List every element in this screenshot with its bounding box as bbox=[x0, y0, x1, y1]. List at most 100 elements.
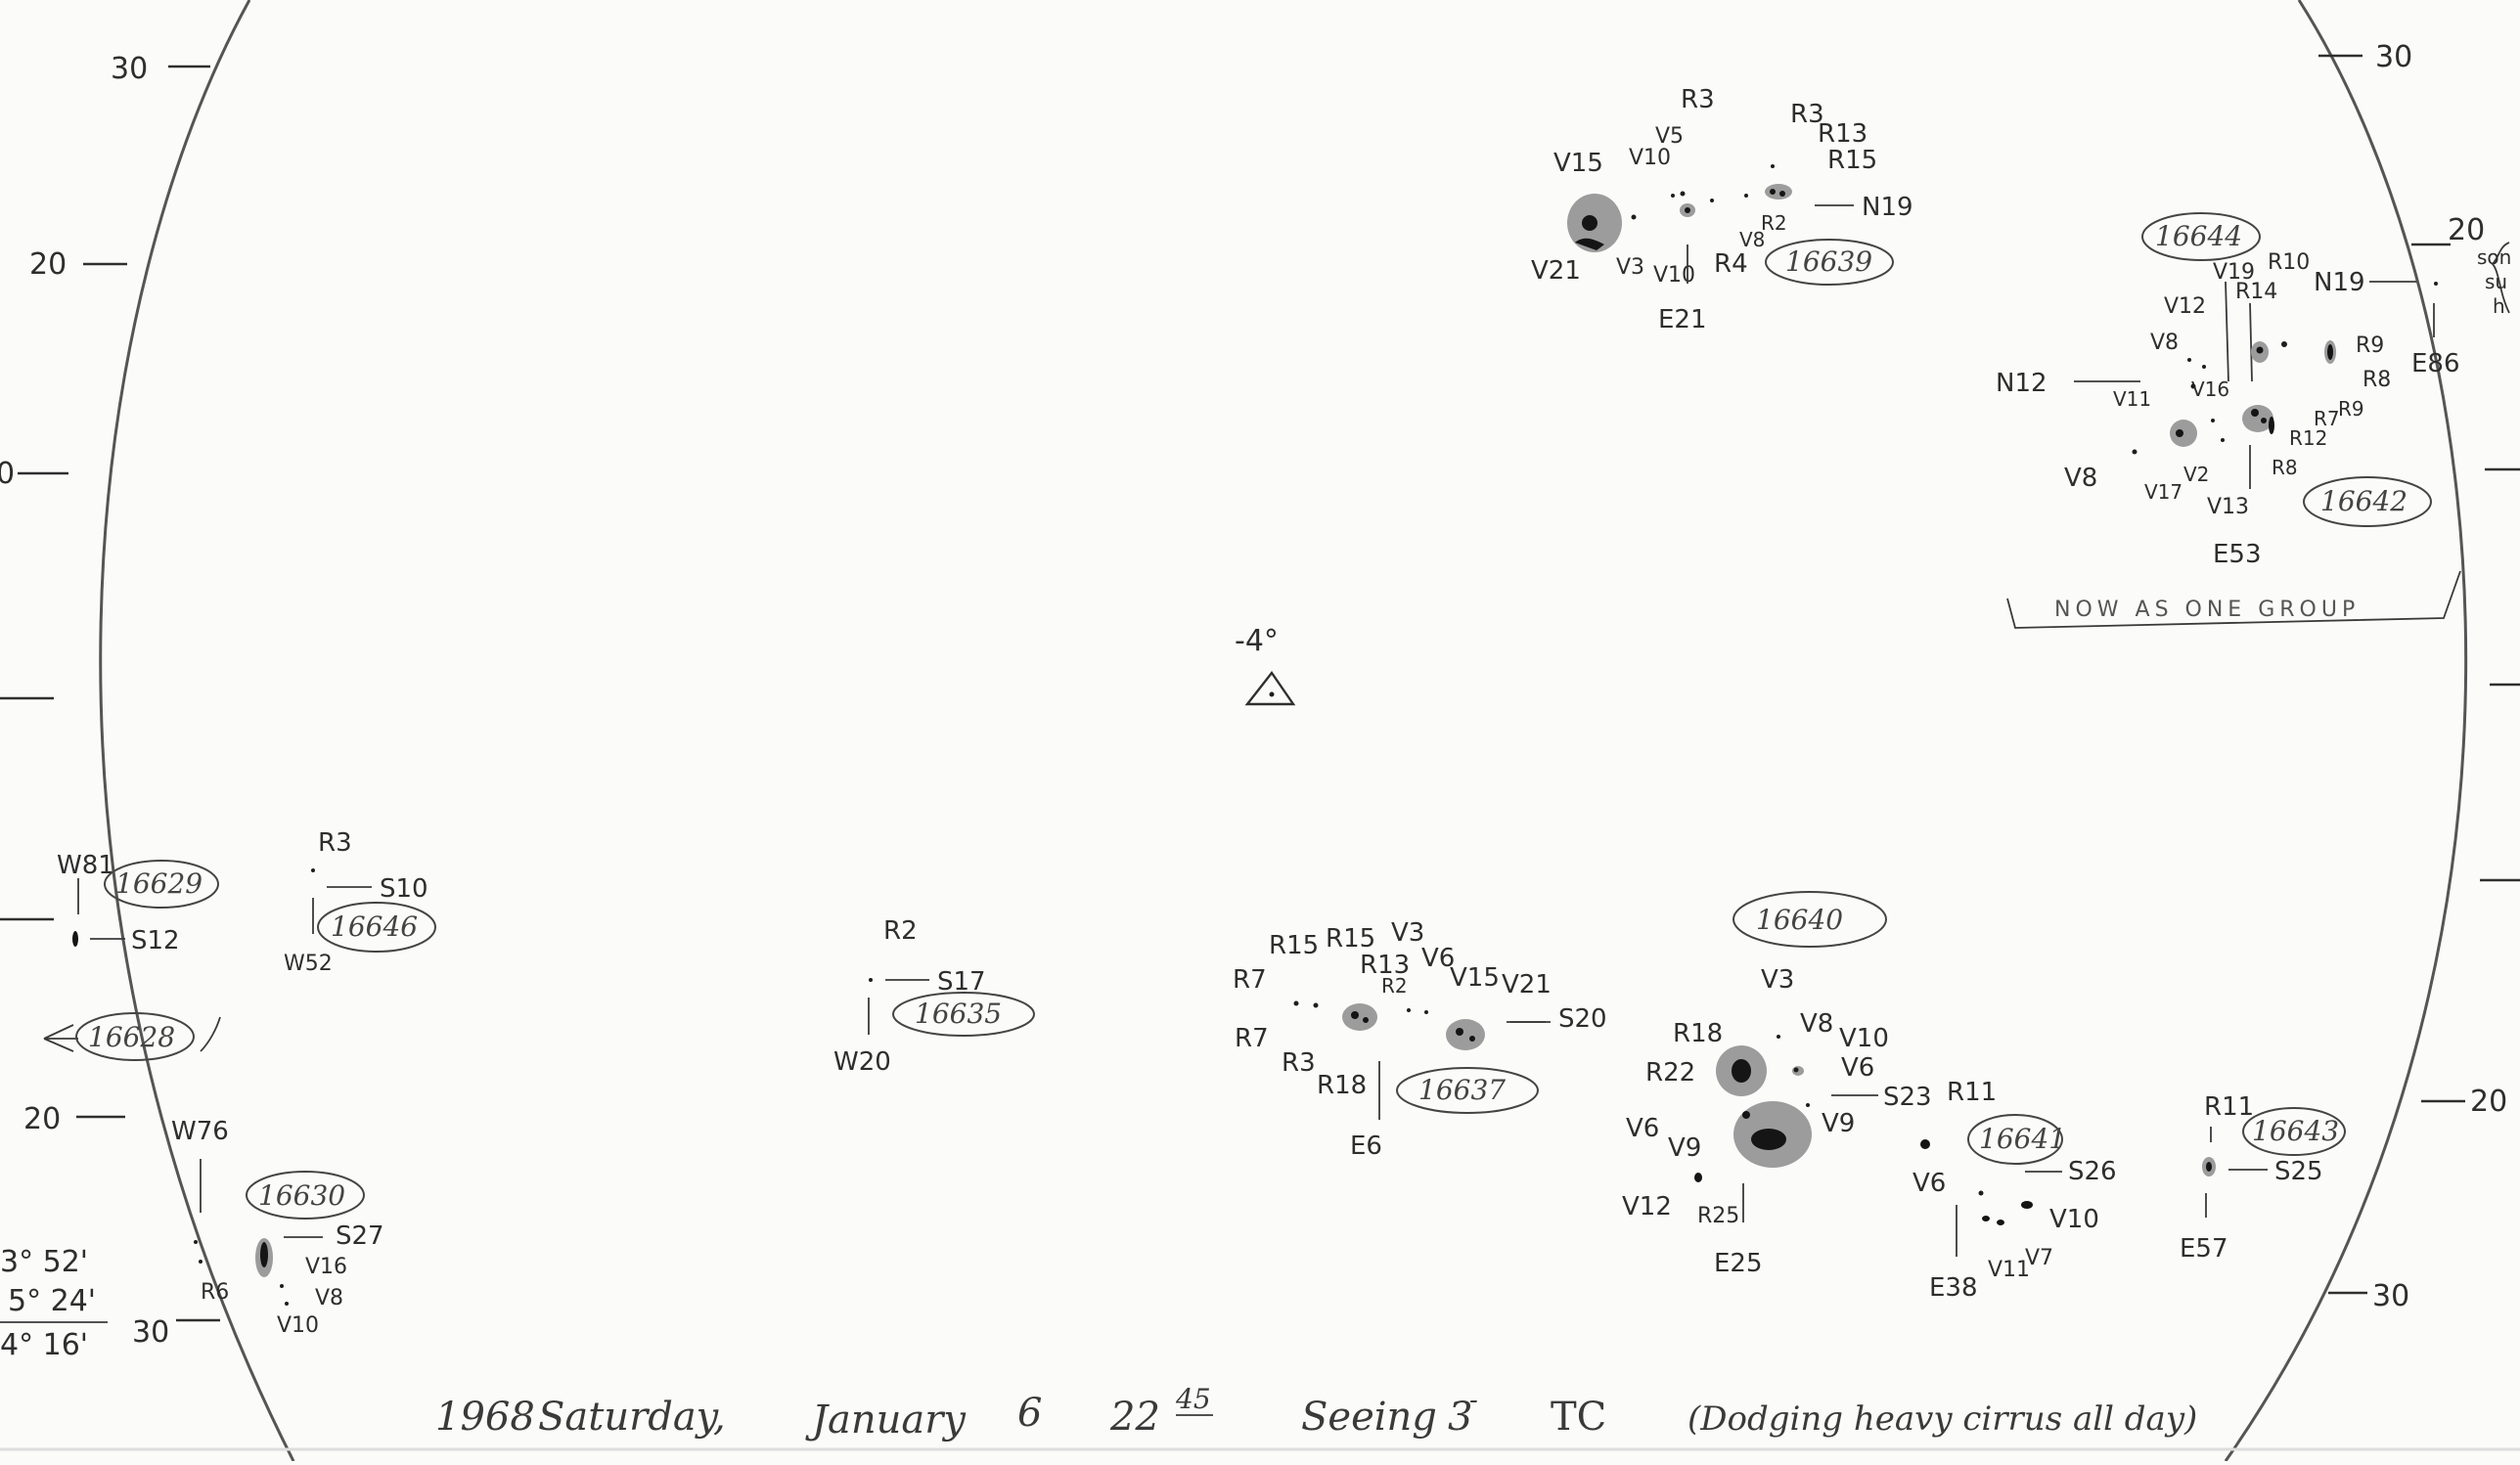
scale-right-30-top: 30 bbox=[2375, 40, 2412, 74]
side-note-line-1: son bbox=[2477, 245, 2511, 269]
group-number-16646: 16646 bbox=[331, 910, 418, 943]
label-R2: R2 bbox=[1761, 211, 1787, 235]
scale-left-0: 0 bbox=[0, 457, 15, 491]
label-V9-right: V9 bbox=[1822, 1109, 1855, 1138]
label-V8-bottom: V8 bbox=[2064, 464, 2097, 493]
side-note-line-3: h bbox=[2493, 294, 2505, 318]
caption-seeing-suffix: - bbox=[1469, 1386, 1478, 1415]
label-R7-top: R7 bbox=[1233, 965, 1267, 995]
label-V11: V11 bbox=[2113, 387, 2151, 411]
label-R8-bottom: R8 bbox=[2272, 456, 2298, 479]
pos-E25: E25 bbox=[1714, 1249, 1763, 1278]
label-R15: R15 bbox=[1827, 146, 1877, 175]
label-V7: V7 bbox=[2025, 1246, 2053, 1270]
label-R9-bottom: R9 bbox=[2338, 397, 2364, 421]
group-16630: W76 16630 S27 R6 V16 V8 V10 bbox=[171, 1117, 384, 1338]
solar-limb-left bbox=[99, 0, 295, 1462]
label-V12: V12 bbox=[1622, 1192, 1672, 1221]
label-R15-b: R15 bbox=[1326, 924, 1375, 954]
group-16635: R2 S17 W20 16635 bbox=[833, 916, 1035, 1077]
label-R15-a: R15 bbox=[1269, 931, 1319, 960]
group-16628: 16628 bbox=[43, 1012, 221, 1061]
pos-N19: N19 bbox=[2314, 268, 2365, 297]
group-16644: 16644 V19 R10 V12 R14 R9 V8 R8 V11 V16 R… bbox=[2064, 212, 2460, 519]
label-R14: R14 bbox=[2235, 280, 2277, 304]
center-triangle-icon bbox=[1244, 670, 1296, 706]
label-R2: R2 bbox=[1381, 974, 1408, 998]
label-V10: V10 bbox=[2049, 1205, 2099, 1234]
label-R13: R13 bbox=[1818, 119, 1868, 149]
pos-E86: E86 bbox=[2411, 349, 2460, 378]
group-16637: R7 R15 R15 R13 R2 V3 V6 V15 V21 R7 R3 R1… bbox=[1233, 918, 1607, 1161]
label-V13: V13 bbox=[2207, 495, 2249, 519]
label-R7-bottom: R7 bbox=[1235, 1024, 1269, 1053]
pos-S25: S25 bbox=[2274, 1157, 2323, 1186]
caption-day: Saturday, bbox=[538, 1395, 726, 1440]
scale-left-20-top: 20 bbox=[29, 247, 67, 282]
right-scale: 30 20 20 30 bbox=[2318, 40, 2520, 1313]
label-V15: V15 bbox=[1553, 149, 1603, 178]
pos-W81: W81 bbox=[57, 851, 114, 880]
label-V9-left: V9 bbox=[1668, 1133, 1701, 1163]
label-V2: V2 bbox=[2183, 463, 2209, 486]
pos-W20: W20 bbox=[833, 1047, 891, 1077]
label-R2: R2 bbox=[883, 916, 918, 946]
caption-date: 6 bbox=[1017, 1391, 1042, 1436]
angle-2: 5° 24' bbox=[8, 1284, 96, 1318]
label-R3-b: R3 bbox=[1790, 100, 1824, 129]
label-V3: V3 bbox=[1391, 918, 1424, 948]
scale-left-30-bottom: 30 bbox=[132, 1315, 169, 1350]
solar-limb-right bbox=[2224, 0, 2468, 1462]
label-R12: R12 bbox=[2289, 426, 2327, 450]
label-V10: V10 bbox=[277, 1313, 319, 1338]
label-V8-top: V8 bbox=[2150, 331, 2179, 355]
group-16639: V15 V10 V5 R3 R3 R13 R15 R2 V8 R4 V10 V3… bbox=[1531, 85, 1913, 334]
pos-S20: S20 bbox=[1558, 1004, 1607, 1034]
group-number-16643: 16643 bbox=[2252, 1115, 2339, 1147]
label-R18: R18 bbox=[1317, 1071, 1367, 1100]
label-R25: R25 bbox=[1697, 1204, 1739, 1228]
label-V8: V8 bbox=[1739, 228, 1765, 251]
group-16642: N12 E53 16642 bbox=[1996, 369, 2432, 569]
label-V21: V21 bbox=[1531, 256, 1581, 286]
scale-left-30-top: 30 bbox=[111, 52, 148, 86]
label-V19: V19 bbox=[2213, 260, 2255, 285]
label-V8: V8 bbox=[1800, 1009, 1833, 1039]
angle-1: 3° 52' bbox=[0, 1245, 88, 1279]
label-R18: R18 bbox=[1673, 1019, 1723, 1048]
label-V16: V16 bbox=[305, 1255, 347, 1279]
group-16643: R11 S25 E57 16643 bbox=[2180, 1092, 2346, 1264]
left-scale: 30 20 0 20 30 bbox=[0, 52, 220, 1350]
label-V16: V16 bbox=[2191, 377, 2229, 401]
caption-year: 1968 bbox=[435, 1395, 535, 1440]
caption-seeing-value: 3 bbox=[1448, 1395, 1472, 1440]
label-V3: V3 bbox=[1616, 255, 1644, 280]
group-16640: 16640 V3 R18 V8 V10 R22 V6 V6 V9 V9 V12 … bbox=[1622, 891, 1932, 1278]
group-16641: R11 16641 S26 V6 V10 E38 V11 V7 bbox=[1912, 1078, 2117, 1303]
caption-month: January bbox=[805, 1398, 967, 1443]
label-R11: R11 bbox=[2204, 1092, 2254, 1122]
label-R13: R13 bbox=[1360, 951, 1410, 980]
group-note-text: NOW AS ONE GROUP bbox=[2054, 598, 2360, 622]
group-number-16635: 16635 bbox=[915, 998, 1002, 1030]
label-R3: R3 bbox=[318, 828, 352, 858]
label-V6-left: V6 bbox=[1626, 1114, 1659, 1143]
pos-E6: E6 bbox=[1350, 1132, 1382, 1161]
label-V8: V8 bbox=[315, 1286, 343, 1310]
pos-W52: W52 bbox=[284, 952, 333, 976]
group-number-16628: 16628 bbox=[88, 1021, 175, 1053]
center-marker-label: -4° bbox=[1235, 624, 1279, 658]
pos-N12: N12 bbox=[1996, 369, 2048, 398]
pos-E53: E53 bbox=[2213, 540, 2262, 569]
pos-E57: E57 bbox=[2180, 1234, 2228, 1264]
label-V6: V6 bbox=[1421, 944, 1455, 973]
group-number-16637: 16637 bbox=[1418, 1074, 1506, 1106]
label-V21: V21 bbox=[1502, 970, 1552, 999]
label-R11: R11 bbox=[1947, 1078, 1997, 1107]
label-V3: V3 bbox=[1761, 965, 1794, 995]
label-V10-lower: V10 bbox=[1653, 263, 1695, 288]
center-marker: -4° bbox=[1235, 624, 1296, 706]
label-V10: V10 bbox=[1839, 1024, 1889, 1053]
